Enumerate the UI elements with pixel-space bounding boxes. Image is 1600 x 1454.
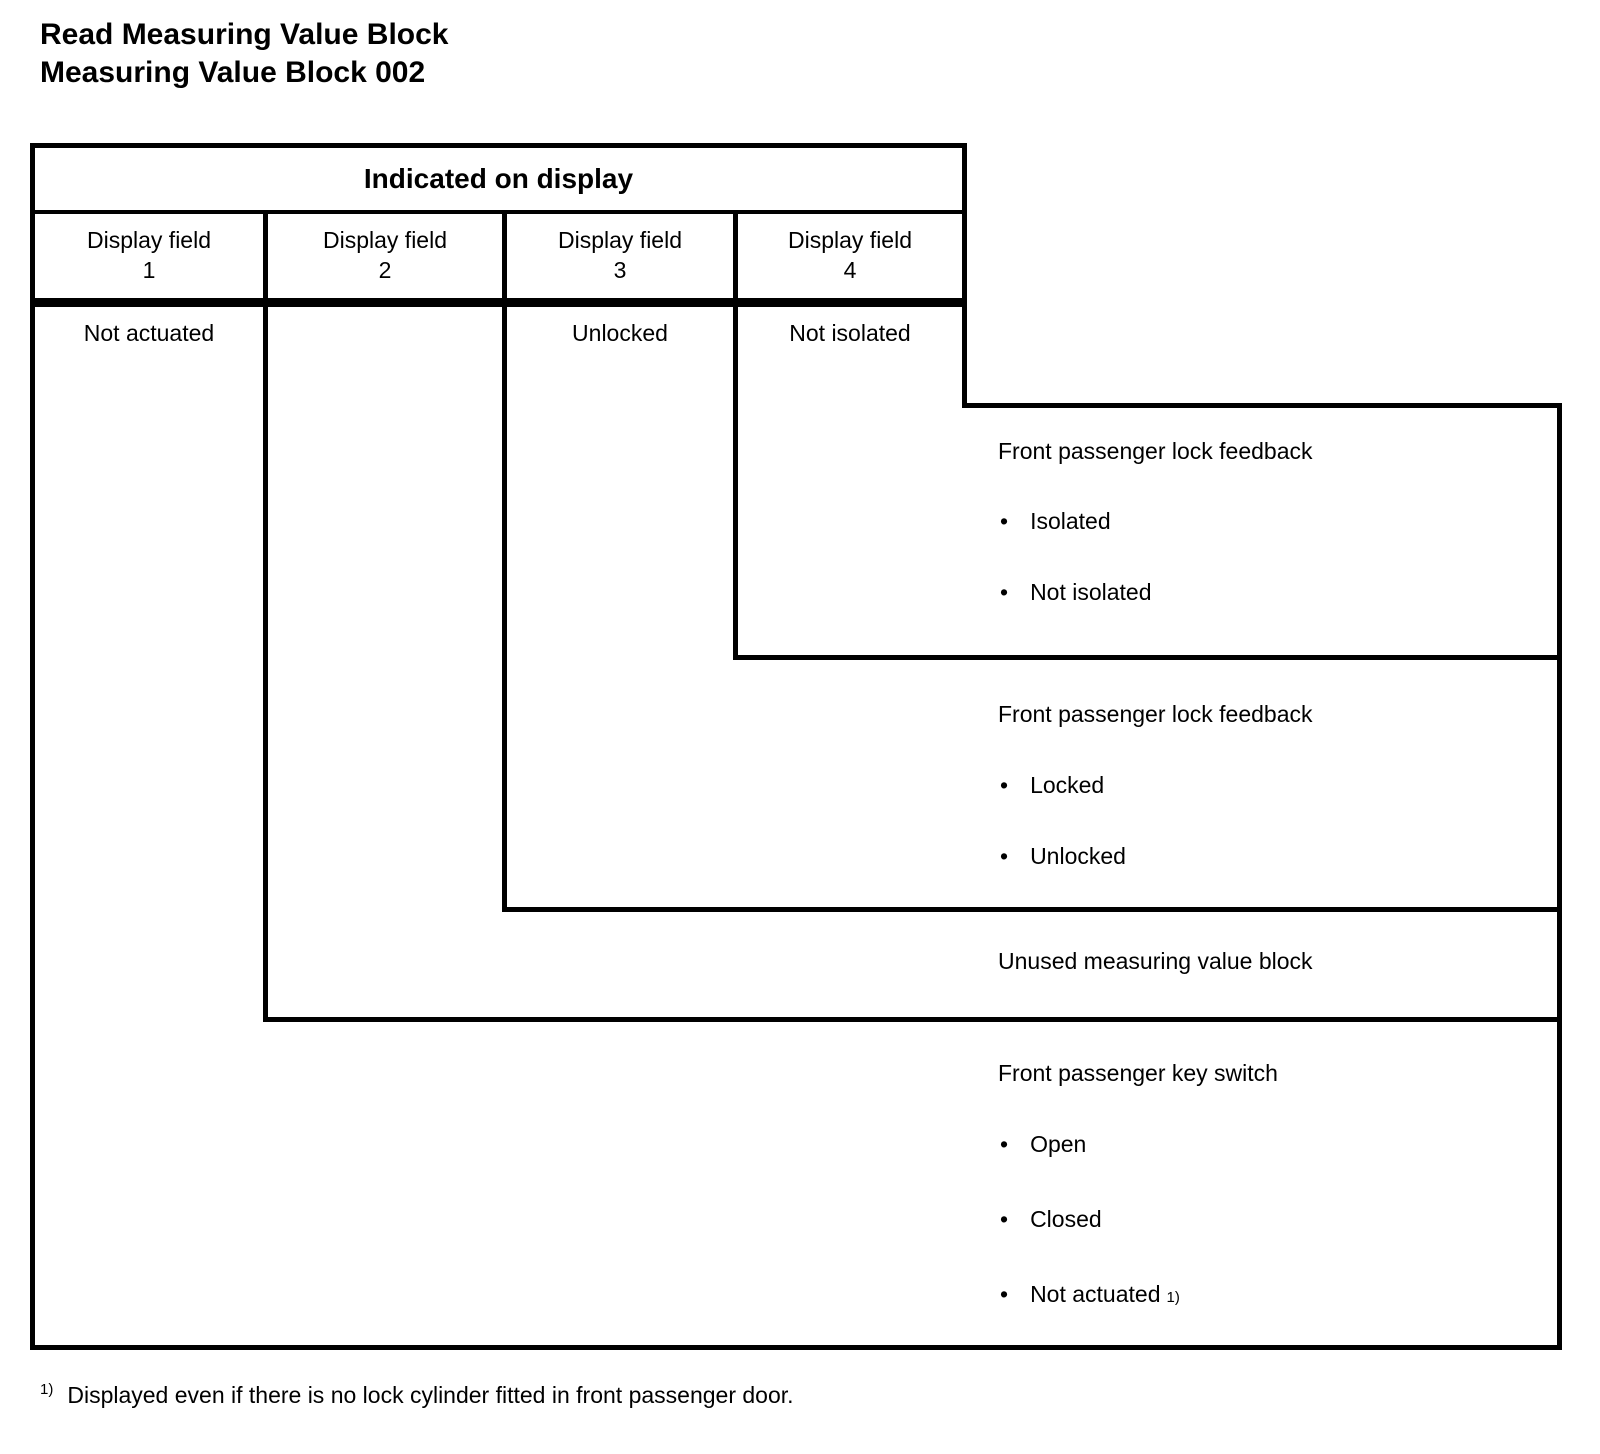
- explanation-field4-bullet-2: • Not isolated: [1000, 579, 1152, 606]
- step-line-field2: [502, 907, 1562, 912]
- bullet-label: Open: [1030, 1131, 1087, 1157]
- explanation-field1-bullet-1: • Open: [1000, 1131, 1086, 1158]
- column-header-2: Display field 2: [268, 212, 502, 298]
- bullet-icon: •: [1000, 1281, 1009, 1307]
- column-divider-2-3: [502, 210, 507, 912]
- table-header: Indicated on display: [363, 163, 634, 194]
- bullet-label: Locked: [1030, 772, 1105, 798]
- bullet-icon: •: [1000, 579, 1009, 605]
- display-field-3-value: Unlocked: [572, 319, 668, 346]
- explanation-field2-title: Unused measuring value block: [998, 948, 1313, 974]
- footnote: 1) Displayed even if there is no lock cyl…: [40, 1382, 794, 1409]
- column-header-2-number: 2: [378, 257, 392, 283]
- diagram-bottom-border: [30, 1345, 1562, 1350]
- column-header-4-label: Display field: [788, 227, 912, 253]
- bullet-icon: •: [1000, 772, 1009, 798]
- bullet-label: Not actuated: [1030, 1281, 1161, 1307]
- table-right-border: [962, 143, 967, 408]
- column-header-3: Display field 3: [507, 212, 733, 298]
- bullet-label: Closed: [1030, 1206, 1102, 1232]
- page-title-line2: Measuring Value Block 002: [40, 56, 426, 89]
- explanation-field3-bullet-2: • Unlocked: [1000, 843, 1126, 870]
- column-header-1-label: Display field: [87, 227, 211, 253]
- footnote-marker: 1): [40, 1381, 54, 1399]
- table-header-divider: [30, 210, 967, 214]
- column-header-3-label: Display field: [558, 227, 682, 253]
- explanation-field1-title: Front passenger key switch: [998, 1060, 1278, 1086]
- column-header-2-label: Display field: [323, 227, 447, 253]
- bullet-icon: •: [1000, 508, 1009, 534]
- bullet-label: Not isolated: [1030, 579, 1152, 605]
- column-header-4: Display field 4: [738, 212, 962, 298]
- diagram-left-border: [30, 143, 35, 1350]
- bullet-label: Isolated: [1030, 508, 1111, 534]
- display-field-4-value: Not isolated: [789, 319, 911, 346]
- display-field-1-value: Not actuated: [83, 319, 215, 346]
- explanation-field4-bullet-1: • Isolated: [1000, 508, 1111, 535]
- footnote-text: Displayed even if there is no lock cylin…: [67, 1382, 794, 1408]
- explanation-field4-title: Front passenger lock feedback: [998, 438, 1313, 464]
- table-top-border: [30, 143, 967, 148]
- bullet-label: Unlocked: [1030, 843, 1126, 869]
- page-title-line1: Read Measuring Value Block: [40, 18, 449, 51]
- explanation-field3-title: Front passenger lock feedback: [998, 701, 1313, 727]
- diagram-right-border: [1557, 403, 1562, 1350]
- step-line-field4: [962, 403, 1562, 408]
- table-subheader-divider: [30, 298, 967, 307]
- bullet-icon: •: [1000, 1131, 1009, 1157]
- bullet-icon: •: [1000, 1206, 1009, 1232]
- column-header-1: Display field 1: [35, 212, 263, 298]
- step-line-field3: [733, 655, 1562, 660]
- column-divider-1-2: [263, 210, 268, 1022]
- bullet-icon: •: [1000, 843, 1009, 869]
- column-divider-3-4: [733, 210, 738, 660]
- display-field-2-value: [268, 308, 502, 358]
- column-header-4-number: 4: [843, 257, 857, 283]
- step-line-field1: [263, 1017, 1562, 1022]
- explanation-field3-bullet-1: • Locked: [1000, 772, 1104, 799]
- explanation-field1-bullet-2: • Closed: [1000, 1206, 1102, 1233]
- column-header-3-number: 3: [613, 257, 627, 283]
- column-header-1-number: 1: [142, 257, 156, 283]
